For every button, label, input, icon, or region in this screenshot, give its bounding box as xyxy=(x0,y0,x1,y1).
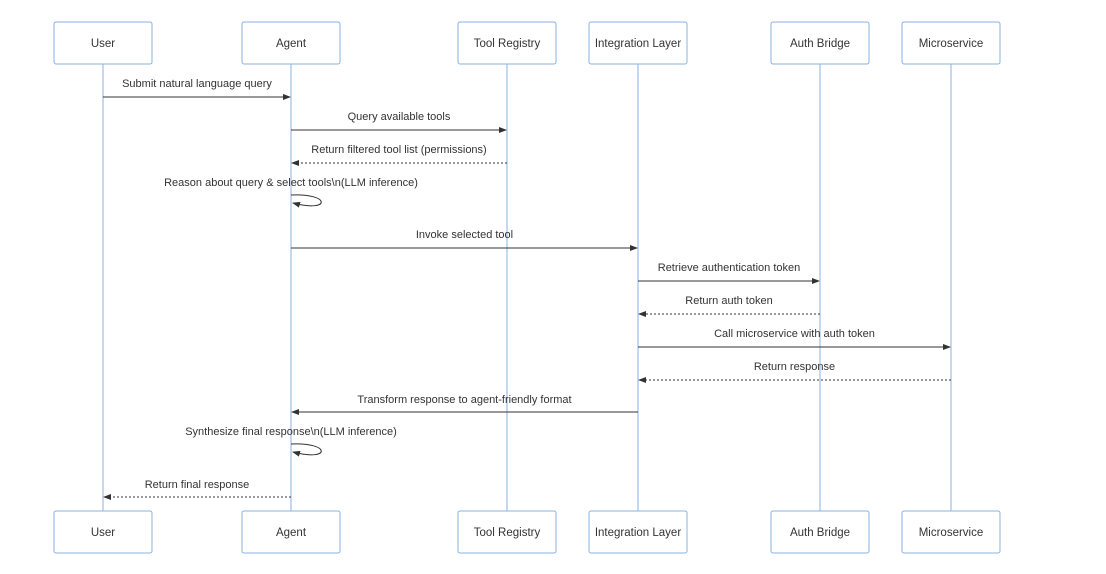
message-7: Return auth token xyxy=(638,295,820,317)
participant-label: User xyxy=(91,38,115,50)
participant-label: Integration Layer xyxy=(595,38,681,50)
message-6: Retrieve authentication token xyxy=(638,262,820,284)
participant-box-bottom-integration-layer: Integration Layer xyxy=(588,510,688,554)
participant-box-frame xyxy=(770,510,870,554)
message-label: Invoke selected tool xyxy=(416,229,513,241)
participant-box-frame xyxy=(241,21,341,65)
participant-label: Integration Layer xyxy=(595,527,681,539)
message-label: Synthesize final response\n(LLM inferenc… xyxy=(185,426,397,438)
participant-box-top-integration-layer: Integration Layer xyxy=(588,21,688,65)
message-label: Submit natural language query xyxy=(122,78,272,90)
message-12: Return final response xyxy=(103,479,291,500)
message-label: Return filtered tool list (permissions) xyxy=(311,144,486,156)
participant-box-frame xyxy=(770,21,870,65)
participant-label: Tool Registry xyxy=(474,527,541,539)
participant-label: Auth Bridge xyxy=(790,527,850,539)
participant-box-top-user: User xyxy=(53,21,153,65)
message-3: Return filtered tool list (permissions) xyxy=(291,144,507,166)
message-label: Transform response to agent-friendly for… xyxy=(357,394,571,406)
participant-label: Microservice xyxy=(919,527,984,539)
participant-box-frame xyxy=(588,21,688,65)
message-10: Transform response to agent-friendly for… xyxy=(291,394,638,415)
message-arrow xyxy=(290,443,322,457)
message-label: Return response xyxy=(754,361,835,373)
message-5: Invoke selected tool xyxy=(291,229,638,251)
participant-label: Auth Bridge xyxy=(790,38,850,50)
participant-label: User xyxy=(91,527,115,539)
participant-box-frame xyxy=(53,21,153,65)
participant-box-bottom-auth-bridge: Auth Bridge xyxy=(770,510,870,554)
lifelines xyxy=(102,64,952,511)
message-2: Query available tools xyxy=(291,111,507,133)
message-label: Query available tools xyxy=(348,111,451,123)
message-4: Reason about query & select tools\n(LLM … xyxy=(164,177,418,208)
message-1: Submit natural language query xyxy=(103,78,291,100)
participant-box-frame xyxy=(901,510,1001,554)
participant-box-top-auth-bridge: Auth Bridge xyxy=(770,21,870,65)
message-8: Call microservice with auth token xyxy=(638,328,951,350)
participant-box-frame xyxy=(241,510,341,554)
participant-box-bottom-microservice: Microservice xyxy=(901,510,1001,554)
participant-box-frame xyxy=(588,510,688,554)
participant-box-bottom-tool-registry: Tool Registry xyxy=(457,510,557,554)
message-label: Retrieve authentication token xyxy=(658,262,800,274)
participant-box-bottom-user: User xyxy=(53,510,153,554)
participant-box-top-tool-registry: Tool Registry xyxy=(457,21,557,65)
message-label: Reason about query & select tools\n(LLM … xyxy=(164,177,418,189)
participant-box-bottom-agent: Agent xyxy=(241,510,341,554)
participant-box-top-agent: Agent xyxy=(241,21,341,65)
participant-box-top-microservice: Microservice xyxy=(901,21,1001,65)
participant-label: Agent xyxy=(276,38,307,50)
participant-label: Agent xyxy=(276,527,307,539)
participant-label: Microservice xyxy=(919,38,984,50)
message-11: Synthesize final response\n(LLM inferenc… xyxy=(185,426,397,457)
message-arrow xyxy=(290,194,322,208)
participant-box-frame xyxy=(901,21,1001,65)
message-9: Return response xyxy=(638,361,951,383)
participant-label: Tool Registry xyxy=(474,38,541,50)
message-label: Return final response xyxy=(145,479,250,491)
message-label: Call microservice with auth token xyxy=(714,328,875,340)
message-label: Return auth token xyxy=(685,295,772,307)
participant-box-frame xyxy=(53,510,153,554)
participant-box-frame xyxy=(457,21,557,65)
participant-box-frame xyxy=(457,510,557,554)
